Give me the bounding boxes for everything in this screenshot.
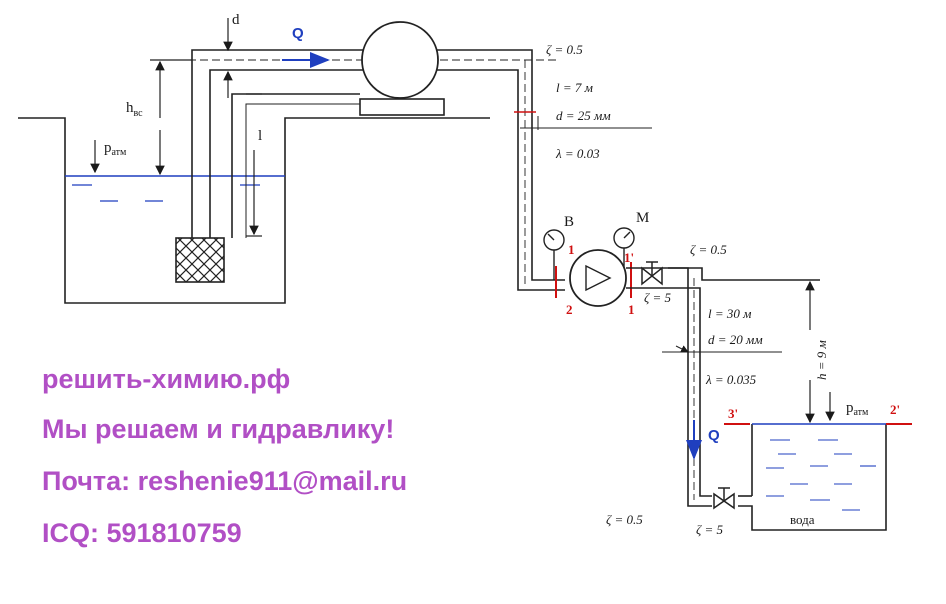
lower-pump xyxy=(569,249,627,307)
right-water-surface xyxy=(752,423,886,511)
label-water: вода xyxy=(790,512,815,527)
promo-site[interactable]: решить-химию.рф xyxy=(42,364,291,394)
label-l-n: l = 30 м xyxy=(708,306,751,321)
label-d-n: d = 20 мм xyxy=(708,332,763,347)
label-gauge-m: M xyxy=(636,210,649,226)
label-l: l xyxy=(258,128,262,144)
label-section-1-prime: 1' xyxy=(624,250,634,265)
left-tank xyxy=(18,117,490,304)
label-p-atm-right: pатм xyxy=(846,400,869,418)
pressure-pipe xyxy=(626,267,887,531)
label-lambda-vs: λ = 0.03 xyxy=(555,146,600,161)
label-section-1-low: 1 xyxy=(628,302,635,317)
lower-leader-lines xyxy=(662,345,782,353)
label-zeta-bottom: ζ = 0.5 xyxy=(606,512,643,527)
label-gauge-b: B xyxy=(564,214,574,230)
label-zeta-mid: ζ = 0.5 xyxy=(690,242,727,257)
valve-mid xyxy=(641,261,663,286)
gauges xyxy=(543,227,635,280)
label-d: d xyxy=(232,12,240,28)
dim-l xyxy=(246,93,262,237)
label-zeta-valve-bottom: ζ = 5 xyxy=(696,522,724,537)
label-zeta-valve-mid: ζ = 5 xyxy=(644,290,672,305)
label-section-3-prime: 3' xyxy=(728,406,738,421)
suction-strainer xyxy=(175,237,225,283)
label-d-vs: d = 25 мм xyxy=(556,108,611,123)
top-pump xyxy=(359,21,445,116)
label-section-2: 2 xyxy=(566,302,573,317)
label-lambda-n: λ = 0.035 xyxy=(705,372,757,387)
label-section-2-prime: 2' xyxy=(890,402,900,417)
promo-icq: ICQ: 591810759 xyxy=(42,518,242,548)
promo-email[interactable]: Почта: reshenie911@mail.ru xyxy=(42,466,408,496)
label-q-down: Q xyxy=(708,427,720,444)
label-h-r: h = 9 м xyxy=(814,340,829,380)
label-section-1: 1 xyxy=(568,242,575,257)
promo-slogan: Мы решаем и гидравлику! xyxy=(42,414,395,444)
label-l-vs: l = 7 м xyxy=(556,80,593,95)
label-q-top: Q xyxy=(292,25,304,42)
left-water-surface xyxy=(65,175,285,202)
label-h-vs: hвс xyxy=(126,100,143,119)
label-p-atm-left: pатм xyxy=(104,140,127,158)
label-zeta-top: ζ = 0.5 xyxy=(546,42,583,57)
valve-bottom xyxy=(713,487,735,510)
dim-h-vs xyxy=(150,59,192,176)
discharge-pipe-upper xyxy=(436,49,565,291)
upper-leader-lines xyxy=(520,116,652,130)
